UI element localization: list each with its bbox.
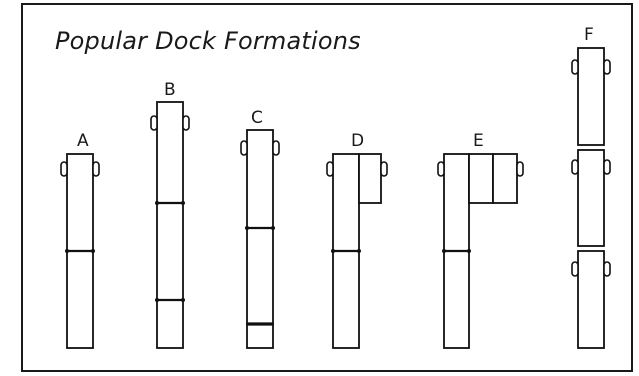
post-icon [603,261,611,277]
formation-label-c: C [251,108,263,128]
formation-label-b: B [164,80,176,100]
dock-section [156,202,184,301]
formation-label-e: E [473,131,484,151]
post-icon [603,159,611,175]
dock-section [66,153,94,252]
post-icon [571,261,579,277]
formation-label-d: D [351,131,364,151]
post-icon [92,161,100,177]
post-icon [150,115,158,131]
formation-label-a: A [77,131,89,151]
dock-section [246,227,274,325]
dock-section [66,250,94,349]
post-icon [571,159,579,175]
dock-section [246,129,274,229]
post-icon [182,115,190,131]
dock-section [156,299,184,349]
post-icon [571,59,579,75]
diagram-title: Popular Dock Formations [55,27,361,55]
post-icon [240,140,248,156]
dock-section [577,149,605,247]
post-icon [437,161,445,177]
formation-b: B [150,80,190,349]
dock-section [443,250,470,349]
formation-a: A [60,131,100,349]
dock-section [577,250,605,349]
formation-label-f: F [584,25,594,45]
formation-c: C [240,108,280,349]
dock-section [577,47,605,146]
post-icon [272,140,280,156]
post-icon [603,59,611,75]
post-icon [326,161,334,177]
formation-f: F [571,25,611,349]
dock-section [332,250,360,349]
post-icon [60,161,68,177]
post-icon [380,161,388,177]
diagram-frame [21,3,633,372]
dock-section [332,153,360,252]
dock-section [443,153,470,252]
formation-d: D [326,131,388,349]
dock-side-section [468,153,494,204]
formation-e: E [437,131,524,349]
dock-side-section [492,153,518,204]
dock-side-section [358,153,382,204]
dock-section [156,101,184,204]
post-icon [516,161,524,177]
dock-section [246,323,274,349]
